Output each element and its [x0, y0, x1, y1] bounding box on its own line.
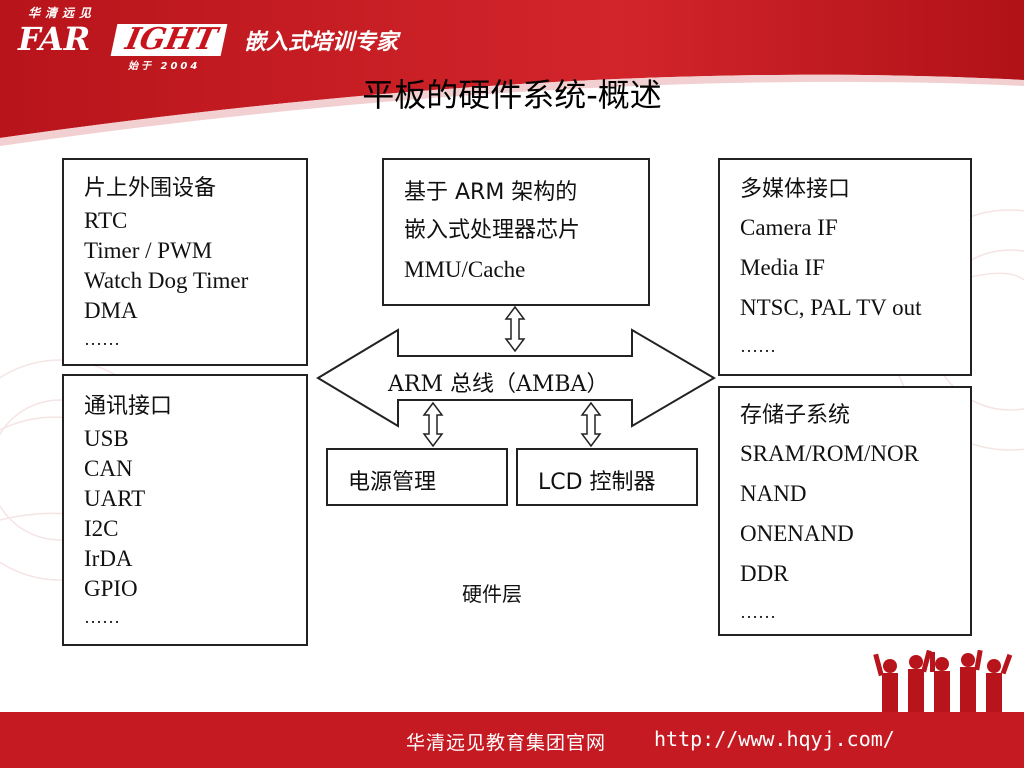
communication-item: USB [84, 426, 129, 451]
communication-item: CAN [84, 456, 133, 481]
power-management-box: 电源管理 [326, 448, 508, 506]
bus-lcd-connector [580, 401, 602, 448]
communication-item: …… [84, 607, 120, 627]
bus-processor-connector [504, 305, 526, 353]
processor-item: MMU/Cache [404, 257, 526, 282]
lcd-controller-box: LCD 控制器 [516, 448, 698, 506]
bus-power-connector [422, 401, 444, 448]
storage-title: 存储子系统 [740, 403, 851, 428]
brand-since-year: 始于 2004 [128, 61, 201, 72]
peripheral-item: Timer / PWM [84, 238, 213, 263]
communication-item: UART [84, 486, 146, 511]
power-management-label: 电源管理 [348, 470, 437, 495]
storage-item: DDR [740, 561, 789, 586]
multimedia-item: NTSC, PAL TV out [740, 295, 922, 320]
storage-item: NAND [740, 481, 807, 506]
peripheral-item: …… [84, 329, 120, 349]
cheering-people-silhouette [873, 650, 1013, 712]
processor-title: 基于 ARM 架构的 [404, 180, 578, 205]
hardware-layer-label: 硬件层 [462, 582, 522, 606]
bus-label: ARM 总线（AMBA） [388, 372, 609, 397]
communication-box: 通讯接口 USB CAN UART I2C IrDA GPIO …… [62, 374, 308, 646]
multimedia-box: 多媒体接口 Camera IF Media IF NTSC, PAL TV ou… [718, 158, 972, 376]
brand-slogan: 嵌入式培训专家 [244, 30, 399, 55]
communication-item: GPIO [84, 576, 138, 601]
communication-title: 通讯接口 [84, 394, 173, 419]
storage-item: SRAM/ROM/NOR [740, 441, 919, 466]
lcd-controller-label: LCD 控制器 [538, 470, 656, 495]
peripheral-item: RTC [84, 208, 128, 233]
peripherals-title: 片上外围设备 [84, 176, 217, 201]
storage-box: 存储子系统 SRAM/ROM/NOR NAND ONENAND DDR …… [718, 386, 972, 636]
storage-item: ONENAND [740, 521, 854, 546]
page-title: 平板的硬件系统-概述 [362, 76, 662, 114]
processor-subtitle: 嵌入式处理器芯片 [404, 218, 581, 243]
amba-bus-arrow [316, 328, 716, 428]
multimedia-item: Camera IF [740, 215, 838, 240]
multimedia-title: 多媒体接口 [740, 177, 851, 202]
storage-item: …… [740, 602, 776, 622]
peripherals-box: 片上外围设备 RTC Timer / PWM Watch Dog Timer D… [62, 158, 308, 366]
peripheral-item: DMA [84, 298, 138, 323]
communication-item: I2C [84, 516, 119, 541]
footer-url-link[interactable]: http://www.hqyj.com/ [654, 727, 895, 751]
brand-logo-far: FAR [18, 20, 91, 58]
brand-chinese-name: 华清远见 [28, 6, 97, 20]
processor-box: 基于 ARM 架构的 嵌入式处理器芯片 MMU/Cache [382, 158, 650, 306]
footer-organization: 华清远见教育集团官网 [406, 732, 607, 754]
peripheral-item: Watch Dog Timer [84, 268, 249, 293]
communication-item: IrDA [84, 546, 133, 571]
multimedia-item: …… [740, 336, 776, 356]
multimedia-item: Media IF [740, 255, 825, 280]
